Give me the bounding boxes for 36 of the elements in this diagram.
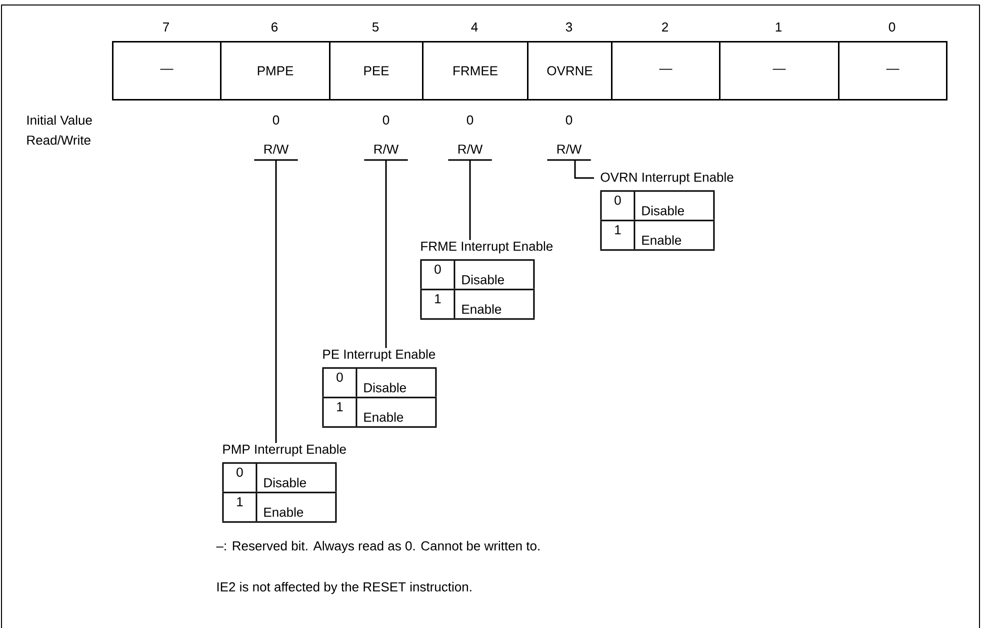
register-cell: PEE bbox=[329, 41, 424, 100]
initial-value: 0 bbox=[466, 115, 474, 125]
register-cell: PMPE bbox=[220, 41, 330, 100]
register-cell: — bbox=[611, 41, 720, 100]
bit-number: 6 bbox=[272, 22, 278, 32]
bit-number: 4 bbox=[471, 22, 478, 32]
connector-line bbox=[546, 159, 595, 179]
bit-number: 3 bbox=[566, 22, 572, 32]
bit-number: 7 bbox=[163, 22, 169, 32]
access-label: R/W bbox=[264, 144, 289, 154]
field-label: Initial Value bbox=[27, 115, 92, 125]
bit-table: PE Interrupt Enable 0 Disable 1 Enable bbox=[322, 349, 437, 428]
note: IE2 is not affected by the RESET instruction. bbox=[217, 582, 472, 594]
access-label: R/W bbox=[458, 144, 483, 154]
connector-line bbox=[253, 159, 299, 444]
register-cell: — bbox=[719, 41, 840, 100]
register-cell: — bbox=[838, 41, 948, 100]
bit-number: 5 bbox=[372, 22, 379, 32]
initial-value: 0 bbox=[566, 115, 572, 125]
bit-number: 2 bbox=[662, 22, 668, 32]
access-label: R/W bbox=[557, 144, 582, 154]
initial-value: 0 bbox=[272, 115, 280, 125]
field-label: Read/Write bbox=[27, 135, 90, 145]
connector-line bbox=[447, 159, 493, 241]
bit-table: OVRN Interrupt Enable 0 Disable 1 Enable bbox=[600, 172, 734, 251]
bit-number: 1 bbox=[776, 22, 782, 32]
bit-table: FRME Interrupt Enable 0 Disable 1 Enable bbox=[420, 241, 553, 320]
connector-line bbox=[363, 159, 409, 349]
note: –: Reserved bit. Always read as 0. Cannot be written to. bbox=[216, 540, 540, 554]
register-cell: — bbox=[112, 41, 222, 100]
initial-value: 0 bbox=[382, 115, 390, 125]
access-label: R/W bbox=[374, 144, 399, 154]
register-cell: OVRNE bbox=[527, 41, 612, 100]
bit-table: PMP Interrupt Enable 0 Disable 1 Enable bbox=[222, 444, 346, 523]
register-cell: FRMEE bbox=[422, 41, 528, 100]
bit-number: 0 bbox=[888, 22, 896, 32]
